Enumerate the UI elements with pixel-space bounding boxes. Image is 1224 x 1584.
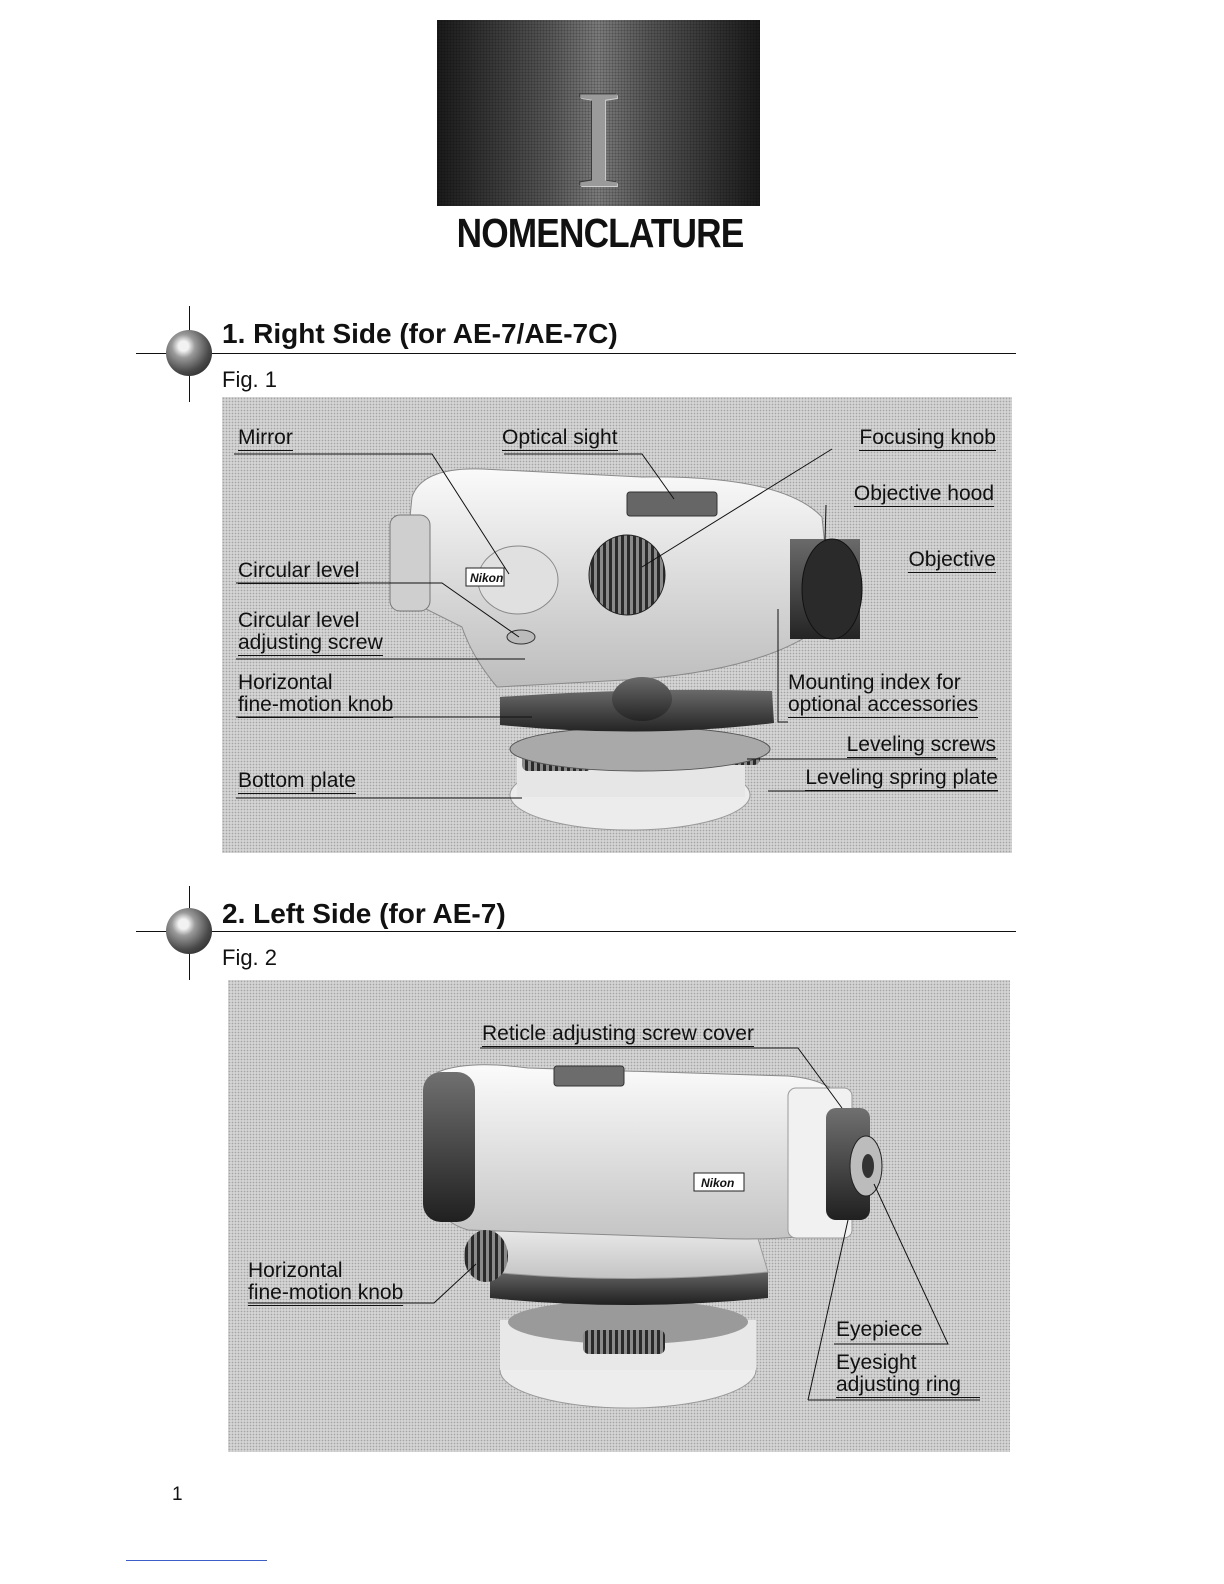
fig1-objective-shape xyxy=(801,538,863,640)
callout-eyepiece: Eyepiece xyxy=(836,1318,923,1341)
fig1-optical-sight-shape xyxy=(626,491,718,517)
callout-leveling-screws: Leveling screws xyxy=(846,733,996,758)
section1-rule xyxy=(136,353,1016,354)
callout-cl-screw-line1: Circular level xyxy=(238,609,360,632)
callout-eyesight-adjusting-ring: Eyesight adjusting ring xyxy=(836,1352,980,1398)
fig1-brand-plate xyxy=(465,567,505,587)
callout-eyesight-line2: adjusting ring xyxy=(836,1373,961,1396)
chapter-banner: I xyxy=(437,20,760,210)
fig2-upper-body xyxy=(427,1064,849,1240)
fig1-panel: Nikon Mirror Optical sight Focusing knob… xyxy=(222,397,1012,853)
fig2-leader-eyepiece xyxy=(834,1183,949,1345)
callout-mounting-index: Mounting index for optional accessories xyxy=(788,671,979,718)
callout-optical-sight: Optical sight xyxy=(502,426,618,451)
fig1-brand-text: Nikon xyxy=(470,571,503,585)
callout-circular-level: Circular level xyxy=(238,559,360,584)
fig2-objective-end xyxy=(423,1072,475,1222)
fig2-leader-reticle-cover xyxy=(480,1047,843,1109)
section2-bullet-icon xyxy=(166,908,212,954)
callout-hfm-line2: fine-motion knob xyxy=(238,693,394,716)
callout-hfm-line1: Horizontal xyxy=(238,671,333,694)
fig1-leader-mounting-index xyxy=(777,609,788,723)
section1-title: 1. Right Side (for AE-7/AE-7C) xyxy=(222,318,618,349)
fig1-drawing: Nikon xyxy=(234,448,998,831)
chapter-numeral: I xyxy=(575,62,622,217)
fig1-leader-optical-sight xyxy=(504,453,675,500)
callout-leveling-spring-plate: Leveling spring plate xyxy=(805,766,998,791)
callout-mounting-line2: optional accessories xyxy=(788,693,979,716)
callout-fig2-horizontal-fine-motion-knob: Horizontal fine-motion knob xyxy=(248,1259,404,1306)
fig2-brand-text: Nikon xyxy=(701,1176,734,1190)
fig1-leader-objective-hood xyxy=(824,504,827,542)
fig2-spring-plate-shape xyxy=(508,1300,748,1344)
fig2-leader-fine-motion xyxy=(248,1263,477,1304)
callout-eyesight-line1: Eyesight xyxy=(836,1351,917,1374)
fig1-eyepiece-end xyxy=(389,514,431,612)
fig1-leader-focusing-knob xyxy=(641,448,833,568)
callout-cl-screw-line2: adjusting screw xyxy=(238,631,383,654)
fig1-fine-motion-knob-shape xyxy=(612,677,672,721)
callout-objective-hood: Objective hood xyxy=(853,482,994,507)
fig2-drawing: Nikon xyxy=(248,1047,980,1409)
section2-title: 2. Left Side (for AE-7) xyxy=(222,898,506,929)
callout-fig2-hfm-line1: Horizontal xyxy=(248,1259,343,1282)
callout-reticle-adjusting-screw-cover: Reticle adjusting screw cover xyxy=(482,1022,754,1047)
chapter-title: NOMENCLATURE xyxy=(456,210,745,256)
fig2-panel: Nikon Reticle adjusting screw cover Hori… xyxy=(228,980,1010,1452)
fig2-leader-eyesight-ring xyxy=(807,1219,980,1401)
callout-fig2-hfm-line2: fine-motion knob xyxy=(248,1281,404,1304)
fig2-brand-plate xyxy=(693,1172,745,1192)
fig2-fine-motion-knob-shape xyxy=(464,1230,508,1282)
callout-mirror: Mirror xyxy=(238,426,293,451)
footer-rule xyxy=(126,1560,267,1561)
callout-bottom-plate: Bottom plate xyxy=(238,769,356,794)
callout-mounting-line1: Mounting index for xyxy=(788,671,961,694)
fig1-leader-mirror xyxy=(234,453,510,575)
page-number: 1 xyxy=(172,1484,183,1505)
fig2-reticle-cover-shape xyxy=(553,1065,625,1087)
callout-focusing-knob: Focusing knob xyxy=(859,426,996,451)
fig2-eyepiece-lens xyxy=(862,1154,874,1178)
callout-horizontal-fine-motion-knob: Horizontal fine-motion knob xyxy=(238,671,394,718)
fig2-leveling-screw xyxy=(583,1330,665,1354)
callout-objective: Objective xyxy=(908,548,996,573)
fig1-focusing-knob-shape xyxy=(588,534,666,616)
fig1-spring-plate-shape xyxy=(509,726,771,772)
fig1-label: Fig. 1 xyxy=(222,367,278,392)
section2-rule xyxy=(136,931,1016,932)
section1-bullet-icon xyxy=(166,330,212,376)
fig2-label: Fig. 2 xyxy=(222,945,278,970)
callout-circular-level-adjusting-screw: Circular level adjusting screw xyxy=(238,610,383,656)
